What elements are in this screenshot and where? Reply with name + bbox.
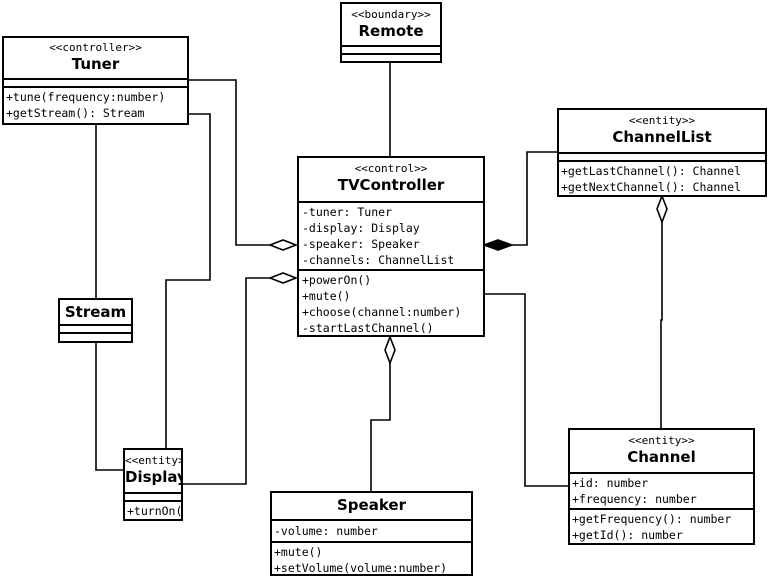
class-header: Speaker <box>272 493 471 521</box>
class-name: Remote <box>358 22 424 40</box>
channellist-tvcontroller-composition <box>512 151 557 246</box>
aggregation-diamond-tuner <box>267 239 299 251</box>
operations-section: +mute() +setVolume(volume:number) <box>272 543 471 577</box>
operations-section: +powerOn() +mute() +choose(channel:numbe… <box>299 271 483 337</box>
operation: +getLastChannel(): Channel <box>561 164 742 178</box>
stereotype-label: <<entity>> <box>628 434 695 447</box>
stereotype-label: <<control>> <box>354 162 428 175</box>
class-speaker: Speaker -volume: number +mute() +setVolu… <box>270 491 473 576</box>
stereotype-label: <<controller>> <box>49 41 142 54</box>
class-header: <<entity>> ChannelList <box>559 110 765 154</box>
speaker-tvcontroller-aggregation <box>370 363 391 491</box>
tuner-tvcontroller-aggregation <box>188 79 270 246</box>
channel-channellist-aggregation <box>660 222 663 428</box>
operation: +powerOn() <box>302 273 372 287</box>
attribute: -tuner: Tuner <box>302 205 393 219</box>
display-tvcontroller-aggregation <box>182 277 270 485</box>
channel-tvcontroller-association <box>484 293 568 487</box>
operation: +setVolume(volume:number) <box>274 561 448 575</box>
class-tvcontroller: <<control>> TVController -tuner: Tuner -… <box>297 156 485 337</box>
stereotype-label: <<entity>> <box>125 454 181 467</box>
class-header: Stream <box>60 300 131 326</box>
operation: +mute() <box>302 289 351 303</box>
attribute: -volume: number <box>274 524 378 538</box>
operations-section <box>60 334 131 342</box>
operation: +getFrequency(): number <box>572 512 732 526</box>
attributes-section: -volume: number <box>272 521 471 543</box>
composition-diamond-channellist <box>481 239 515 251</box>
class-remote: <<boundary>> Remote <box>340 2 442 63</box>
class-name: Stream <box>64 303 127 321</box>
class-header: <<boundary>> Remote <box>342 4 440 47</box>
class-channel: <<entity>> Channel +id: number +frequenc… <box>568 428 755 545</box>
aggregation-diamond-channel <box>656 193 668 225</box>
attribute: -display: Display <box>302 221 420 235</box>
attributes-section <box>342 47 440 55</box>
operation: +getId(): number <box>572 528 683 542</box>
attributes-section <box>60 326 131 334</box>
operation: +tune(frequency:number) <box>6 90 166 104</box>
class-channellist: <<entity>> ChannelList +getLastChannel()… <box>557 108 767 197</box>
operations-section <box>342 55 440 63</box>
class-stream: Stream <box>58 298 133 343</box>
operations-section: +getFrequency(): number +getId(): number <box>570 510 753 544</box>
operation: +turnOn() <box>127 504 181 518</box>
class-name: TVController <box>337 176 445 194</box>
stereotype-label: <<entity>> <box>628 114 696 127</box>
attributes-section <box>125 494 181 502</box>
class-name: ChannelList <box>612 128 712 146</box>
class-name: Tuner <box>71 55 120 73</box>
operation: +mute() <box>274 545 323 559</box>
attributes-section <box>559 154 765 162</box>
class-name: Speaker <box>337 496 406 514</box>
class-tuner: <<controller>> Tuner +tune(frequency:num… <box>2 36 189 125</box>
operations-section: +turnOn() <box>125 502 181 520</box>
operations-section: +tune(frequency:number) +getStream(): St… <box>4 88 187 122</box>
tuner-display-association <box>165 113 211 448</box>
aggregation-diamond-speaker <box>384 334 396 366</box>
class-name: Display <box>125 468 181 486</box>
class-header: <<control>> TVController <box>299 158 483 203</box>
class-name: Channel <box>627 448 696 466</box>
attributes-section <box>4 80 187 88</box>
attribute: +id: number <box>572 476 649 490</box>
attributes-section: -tuner: Tuner -display: Display -speaker… <box>299 203 483 271</box>
operation: +getNextChannel(): Channel <box>561 180 742 194</box>
attribute: -channels: ChannelList <box>302 253 455 267</box>
class-header: <<entity>> Channel <box>570 430 753 474</box>
attribute: +frequency: number <box>572 492 697 506</box>
operation: +choose(channel:number) <box>302 305 462 319</box>
operation: +getStream(): Stream <box>6 106 145 120</box>
class-display: <<entity>> Display +turnOn() <box>123 448 183 521</box>
attribute: -speaker: Speaker <box>302 237 420 251</box>
stereotype-label: <<boundary>> <box>351 8 431 21</box>
stream-display-association <box>95 342 123 471</box>
attributes-section: +id: number +frequency: number <box>570 474 753 510</box>
class-header: <<controller>> Tuner <box>4 38 187 80</box>
operations-section: +getLastChannel(): Channel +getNextChann… <box>559 162 765 196</box>
aggregation-diamond-display <box>267 272 299 284</box>
operation: -startLastChannel() <box>302 321 434 335</box>
class-header: <<entity>> Display <box>125 450 181 494</box>
